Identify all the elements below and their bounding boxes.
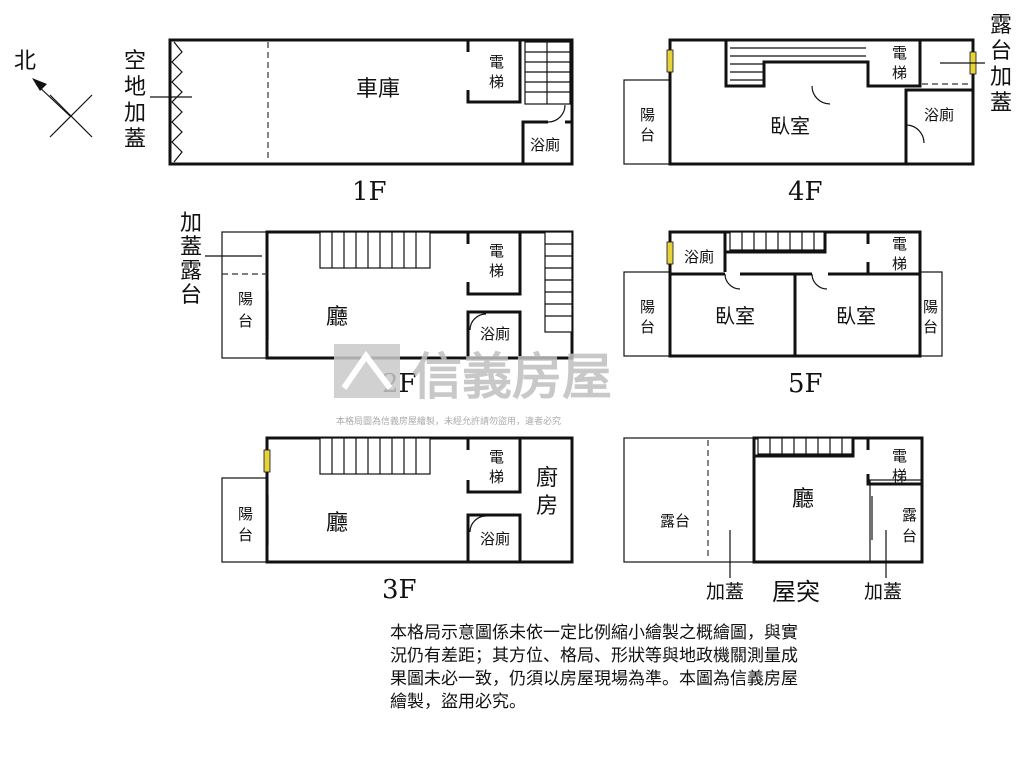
f3-bath-door-icon xyxy=(469,515,487,533)
f3-window-icon xyxy=(263,449,271,473)
watermark: 信義房屋 本格局圖為信義房屋繪製，未經允許請勿盜用，違者必究 xyxy=(334,344,612,427)
f5-bedroom-a-label: 臥室 xyxy=(715,304,755,328)
compass-arrow-shaft xyxy=(49,94,93,138)
f1-elevator-label: 電梯 xyxy=(489,53,504,91)
floor-4f: 臥室 電梯 浴廁 陽台 露 台 加 蓋 4F xyxy=(623,13,1019,207)
compass-arrow-head-icon xyxy=(32,78,47,91)
f5-bath-label: 浴廁 xyxy=(684,248,714,266)
f5-window-icon xyxy=(666,241,674,265)
f5-elevator-label: 電梯 xyxy=(892,235,907,273)
f3-balcony-label: 陽台 xyxy=(238,505,253,544)
f2-balcony-label: 陽台 xyxy=(238,290,253,330)
floor-5f: 浴廁 電梯 臥室 臥室 陽台 陽台 5F xyxy=(623,230,943,399)
roof-terrace-right-label: 露台 xyxy=(902,506,917,545)
north-compass: 北 xyxy=(14,49,93,138)
roof-stair xyxy=(757,437,854,455)
f3-elevator-label: 電梯 xyxy=(489,448,504,486)
f1-outline xyxy=(168,38,574,166)
f1-floor-label: 1F xyxy=(352,177,387,207)
roof-elevator-label: 電梯 xyxy=(892,447,907,485)
f2-stair-side xyxy=(544,231,573,333)
f4-stair-walls xyxy=(724,40,922,88)
f5-bedroom-b-door-icon xyxy=(811,273,828,290)
f2-bath-door-icon xyxy=(469,313,487,331)
f1-side-note: 空 地 加 蓋 xyxy=(124,49,153,152)
f3-elevator-walls xyxy=(466,438,522,494)
f4-side-note: 露 台 加 蓋 xyxy=(990,13,1019,116)
f5-balcony-left-label: 陽台 xyxy=(640,298,655,336)
roof-stair-walls xyxy=(754,438,855,458)
f3-balcony-outline xyxy=(221,477,268,563)
roof-terrace-left-label: 露台 xyxy=(660,512,690,530)
roof-living-label: 廳 xyxy=(792,487,814,512)
floor-3f: 廳 電梯 浴廁 陽台 廚房 3F xyxy=(221,436,574,605)
f4-elevator-label: 電梯 xyxy=(892,44,907,82)
f2-elevator-walls xyxy=(466,232,522,296)
f2-bath-label: 浴廁 xyxy=(480,325,510,343)
f4-stair xyxy=(730,47,866,81)
f4-bath-label: 浴廁 xyxy=(924,106,954,124)
f3-stair xyxy=(319,437,431,475)
f4-bath-door-icon xyxy=(905,124,925,144)
f4-bedroom-door-icon xyxy=(811,85,831,105)
f1-bath-label: 浴廁 xyxy=(530,136,560,154)
f3-floor-label: 3F xyxy=(382,575,417,605)
f4-bath-walls xyxy=(904,88,972,164)
f3-living-label: 廳 xyxy=(326,511,348,536)
f1-garage-label: 車庫 xyxy=(356,77,400,102)
roof-note-right: 加蓋 xyxy=(864,581,902,603)
f2-elevator-label: 電梯 xyxy=(489,242,504,280)
f2-side-note: 加 蓋 露 台 xyxy=(180,211,209,308)
watermark-brand: 信義房屋 xyxy=(412,348,612,406)
f2-living-label: 廳 xyxy=(326,305,348,330)
f2-stair-top xyxy=(319,231,431,269)
roof-terrace-right-outline xyxy=(869,479,923,563)
f5-stair-walls xyxy=(723,232,827,272)
f3-kitchen-label: 廚房 xyxy=(536,466,558,519)
watermark-logo-roof-icon xyxy=(341,350,393,390)
f1-bath-door-icon xyxy=(547,104,566,123)
watermark-logo-icon xyxy=(334,344,400,398)
f1-zigzag-line xyxy=(171,41,183,163)
floor-1f: 車庫 電梯 浴廁 空 地 加 蓋 1F xyxy=(124,38,574,207)
roof-note-left: 加蓋 xyxy=(706,581,744,603)
f1-bath-walls xyxy=(521,120,572,164)
roof-elevator-walls xyxy=(866,438,922,486)
f2-balcony-outline xyxy=(221,231,268,359)
f5-bedroom-b-label: 臥室 xyxy=(836,304,876,328)
watermark-sub: 本格局圖為信義房屋繪製，未經允許請勿盜用，違者必究 xyxy=(336,415,561,427)
f3-bath-walls xyxy=(466,513,522,562)
f2-bath-walls xyxy=(466,310,522,358)
f4-floor-label: 4F xyxy=(788,177,823,207)
floor-roof: 廳 電梯 露台 露台 加蓋 加蓋 屋突 xyxy=(623,436,924,606)
f4-window-left-icon xyxy=(666,49,674,73)
compass-arrow-line xyxy=(35,83,71,117)
f1-elevator-walls xyxy=(466,40,522,104)
f5-balcony-right-label: 陽台 xyxy=(923,298,938,336)
f3-bath-label: 浴廁 xyxy=(480,530,510,548)
disclaimer-text: 本格局示意圖係未依一定比例縮小繪製之概繪圖，與實況仍有差距；其方位、格局、形狀等… xyxy=(390,623,798,712)
floor-2f: 廳 電梯 浴廁 陽台 加 蓋 露 台 2F xyxy=(180,211,574,399)
f5-bedroom-a-door-icon xyxy=(724,273,741,290)
f4-bedroom-label: 臥室 xyxy=(770,114,810,138)
f4-balcony-label: 陽台 xyxy=(640,106,655,144)
f5-floor-label: 5F xyxy=(788,369,823,399)
roof-floor-label: 屋突 xyxy=(772,578,820,606)
f1-stair xyxy=(524,41,571,105)
f5-stair xyxy=(729,231,826,251)
north-label: 北 xyxy=(14,49,36,74)
f4-elevator-walls xyxy=(866,40,922,88)
roof-terrace-left-outline xyxy=(623,437,755,563)
